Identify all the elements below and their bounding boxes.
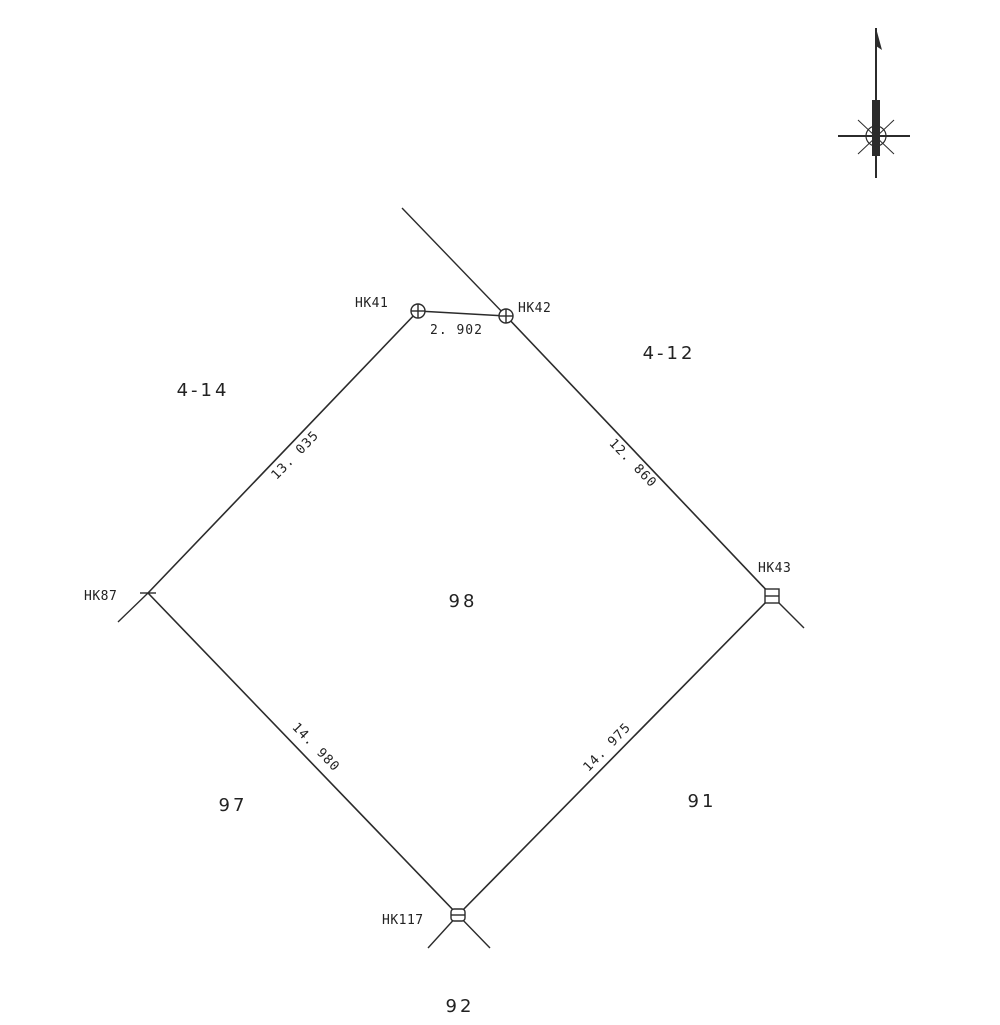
distance-label-hk41-hk42: 2. 902	[430, 323, 483, 338]
point-label-hk41: HK41	[355, 296, 388, 311]
marker-hk41	[410, 303, 426, 319]
parcel-label-upper-right: 4-12	[643, 343, 696, 364]
boundary-hk41-hk42	[417, 310, 507, 317]
parcel-label-center: 98	[449, 591, 478, 612]
parcel-label-bottom: 92	[446, 996, 475, 1017]
marker-hk117	[450, 908, 466, 922]
boundary-extensions	[117, 207, 805, 949]
parcel-label-lower-left: 97	[219, 795, 248, 816]
north-arrow-icon	[838, 28, 910, 178]
point-label-hk87: HK87	[84, 589, 117, 604]
parcel-label-upper-left: 4-14	[177, 380, 230, 401]
extension-line-hk42	[401, 207, 507, 317]
distance-label-hk41-hk87: 13. 035	[269, 428, 323, 483]
boundary-hk117-hk87	[147, 592, 459, 916]
distance-label-hk117-hk43: 14. 975	[581, 720, 635, 775]
parcel-label-lower-right: 91	[688, 791, 717, 812]
point-label-hk43: HK43	[758, 561, 791, 576]
point-label-hk42: HK42	[518, 301, 551, 316]
extension-line-hk87	[117, 592, 149, 623]
boundary-hk42-hk43	[505, 315, 773, 597]
distance-label-hk42-hk43: 12. 860	[606, 436, 660, 491]
parcel-boundary	[147, 310, 773, 916]
boundary-hk43-hk117	[457, 595, 773, 916]
marker-hk43	[764, 588, 780, 604]
marker-hk42	[498, 308, 514, 324]
point-label-hk117: HK117	[382, 913, 424, 928]
boundary-hk87-hk41	[147, 310, 419, 594]
